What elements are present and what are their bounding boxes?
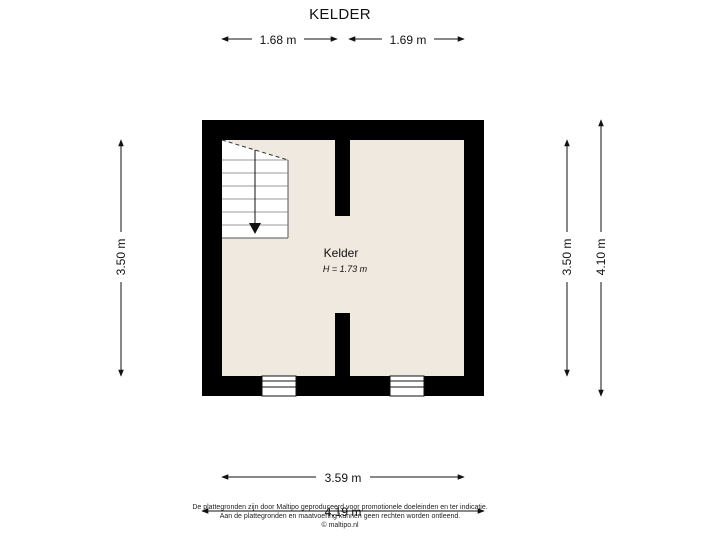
- dim-label-right-outer: 4.10 m: [594, 239, 608, 276]
- disclaimer-line-2: Aan de plattegronden en maatvoering kunn…: [219, 513, 461, 520]
- partition-wall-bottom: [335, 313, 350, 376]
- window-left: [261, 375, 297, 397]
- disclaimer-line-1: De plattegronden zijn door Maltipo gepro…: [192, 504, 488, 511]
- room-height: H = 1.73 m: [323, 264, 368, 274]
- partition-wall-top: [335, 140, 350, 216]
- dim-label-top-right: 1.69 m: [390, 33, 427, 47]
- window-right: [389, 375, 425, 397]
- dim-label-bottom-inner: 3.59 m: [325, 471, 362, 485]
- stair-direction-arrow-icon: [249, 223, 261, 234]
- dim-label-bottom-outer: 4.19 m: [325, 505, 362, 519]
- staircase: [221, 139, 289, 239]
- dim-label-right-inner: 3.50 m: [560, 239, 574, 276]
- dim-label-left: 3.50 m: [114, 239, 128, 276]
- page-title: KELDER: [309, 6, 371, 23]
- disclaimer: De plattegronden zijn door Maltipo gepro…: [140, 503, 540, 530]
- dim-label-top-left: 1.68 m: [260, 33, 297, 47]
- disclaimer-line-3: © maltipo.nl: [321, 522, 359, 529]
- room-name: Kelder: [324, 246, 359, 260]
